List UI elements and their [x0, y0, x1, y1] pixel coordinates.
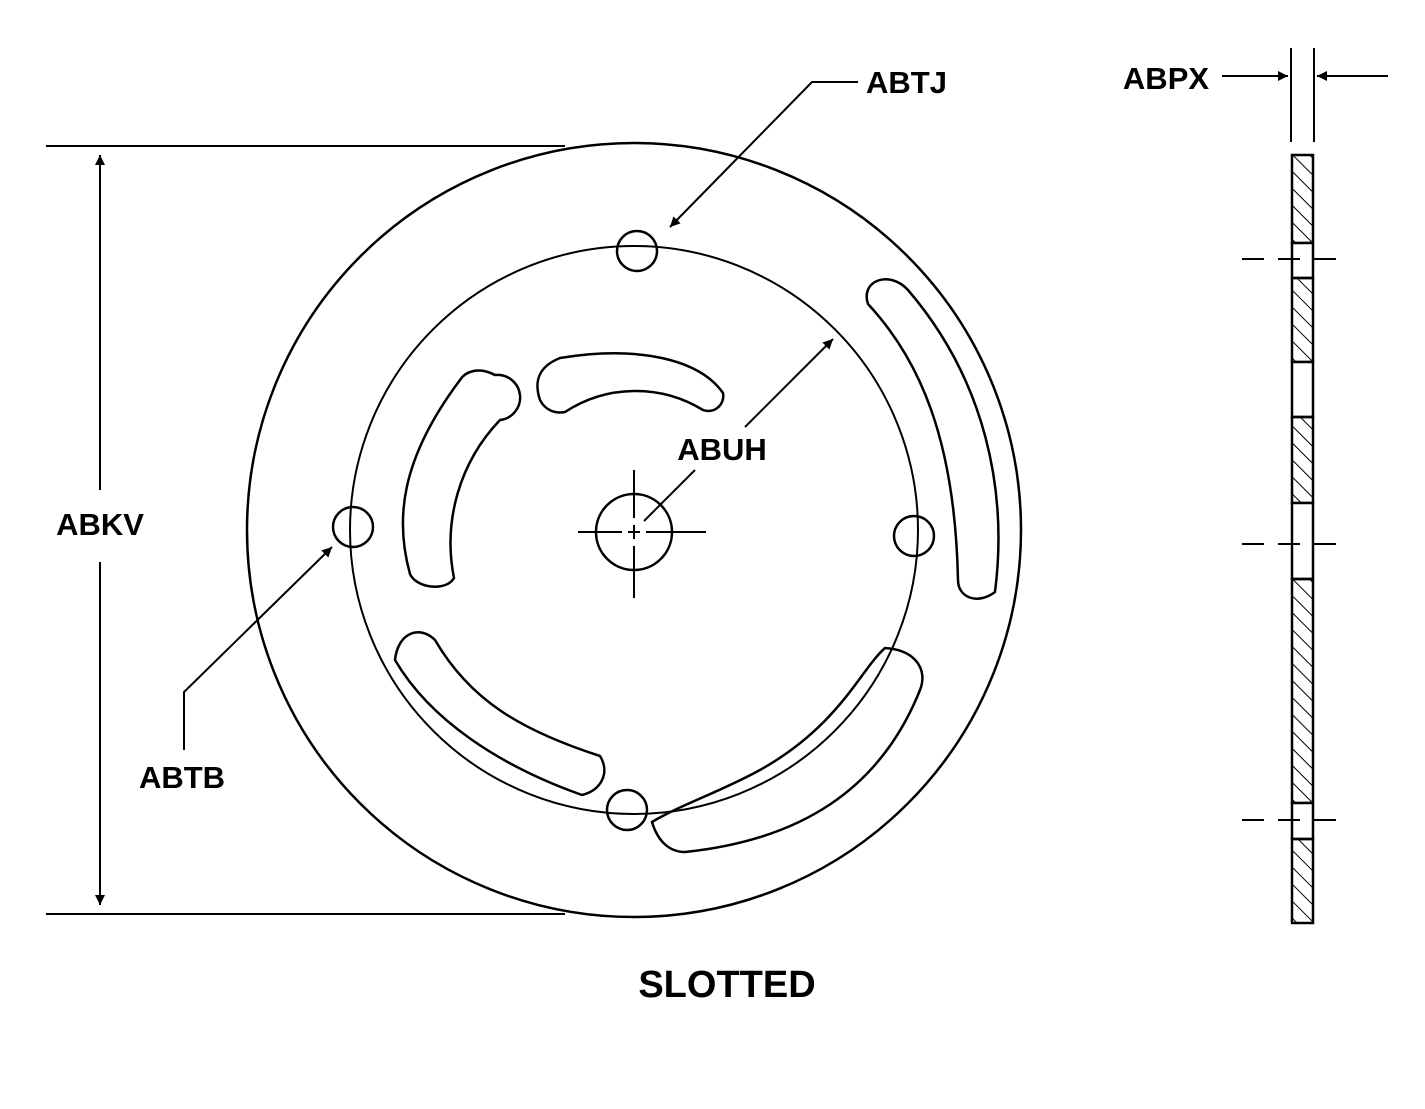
- top-hole-callout: ABTJ: [669, 65, 947, 228]
- slot-inner-left: [401, 369, 522, 588]
- side-hole-label: ABTB: [139, 760, 225, 795]
- bolt-hole-right: [892, 514, 936, 558]
- front-view: [245, 141, 1023, 919]
- slot-inner-top: [536, 352, 725, 414]
- center-crosshair: [578, 470, 706, 598]
- slot-outer-right: [865, 278, 1000, 600]
- section-view: [1242, 153, 1350, 925]
- section-segment-2: [1290, 276, 1315, 364]
- section-segment-1: [1290, 153, 1315, 245]
- side-hole-callout: ABTB: [139, 546, 333, 795]
- bolt-hole-bottom: [605, 788, 649, 832]
- thickness-label: ABPX: [1123, 61, 1209, 96]
- top-hole-label: ABTJ: [866, 65, 947, 100]
- slot-inner-bottom-left: [393, 631, 606, 797]
- bolt-circle-label: ABUH: [677, 432, 767, 467]
- bolt-hole-top: [615, 229, 659, 273]
- diameter-label: ABKV: [56, 507, 144, 542]
- section-segment-3: [1290, 415, 1315, 505]
- slot-outer-bottom: [650, 646, 924, 854]
- view-title: SLOTTED: [638, 964, 815, 1006]
- section-segment-5: [1290, 837, 1315, 925]
- section-segment-gap-1: [1290, 241, 1315, 280]
- outer-circle: [245, 141, 1023, 919]
- diameter-dimension: ABKV: [46, 145, 565, 915]
- bolt-circle: [349, 245, 919, 815]
- section-segment-gap-2: [1290, 360, 1315, 419]
- bolt-hole-left: [331, 505, 375, 549]
- section-segment-gap-3: [1290, 501, 1315, 581]
- section-segment-4: [1290, 577, 1315, 805]
- thickness-dimension: ABPX: [1123, 48, 1388, 142]
- bolt-circle-callout: ABUH: [643, 338, 834, 522]
